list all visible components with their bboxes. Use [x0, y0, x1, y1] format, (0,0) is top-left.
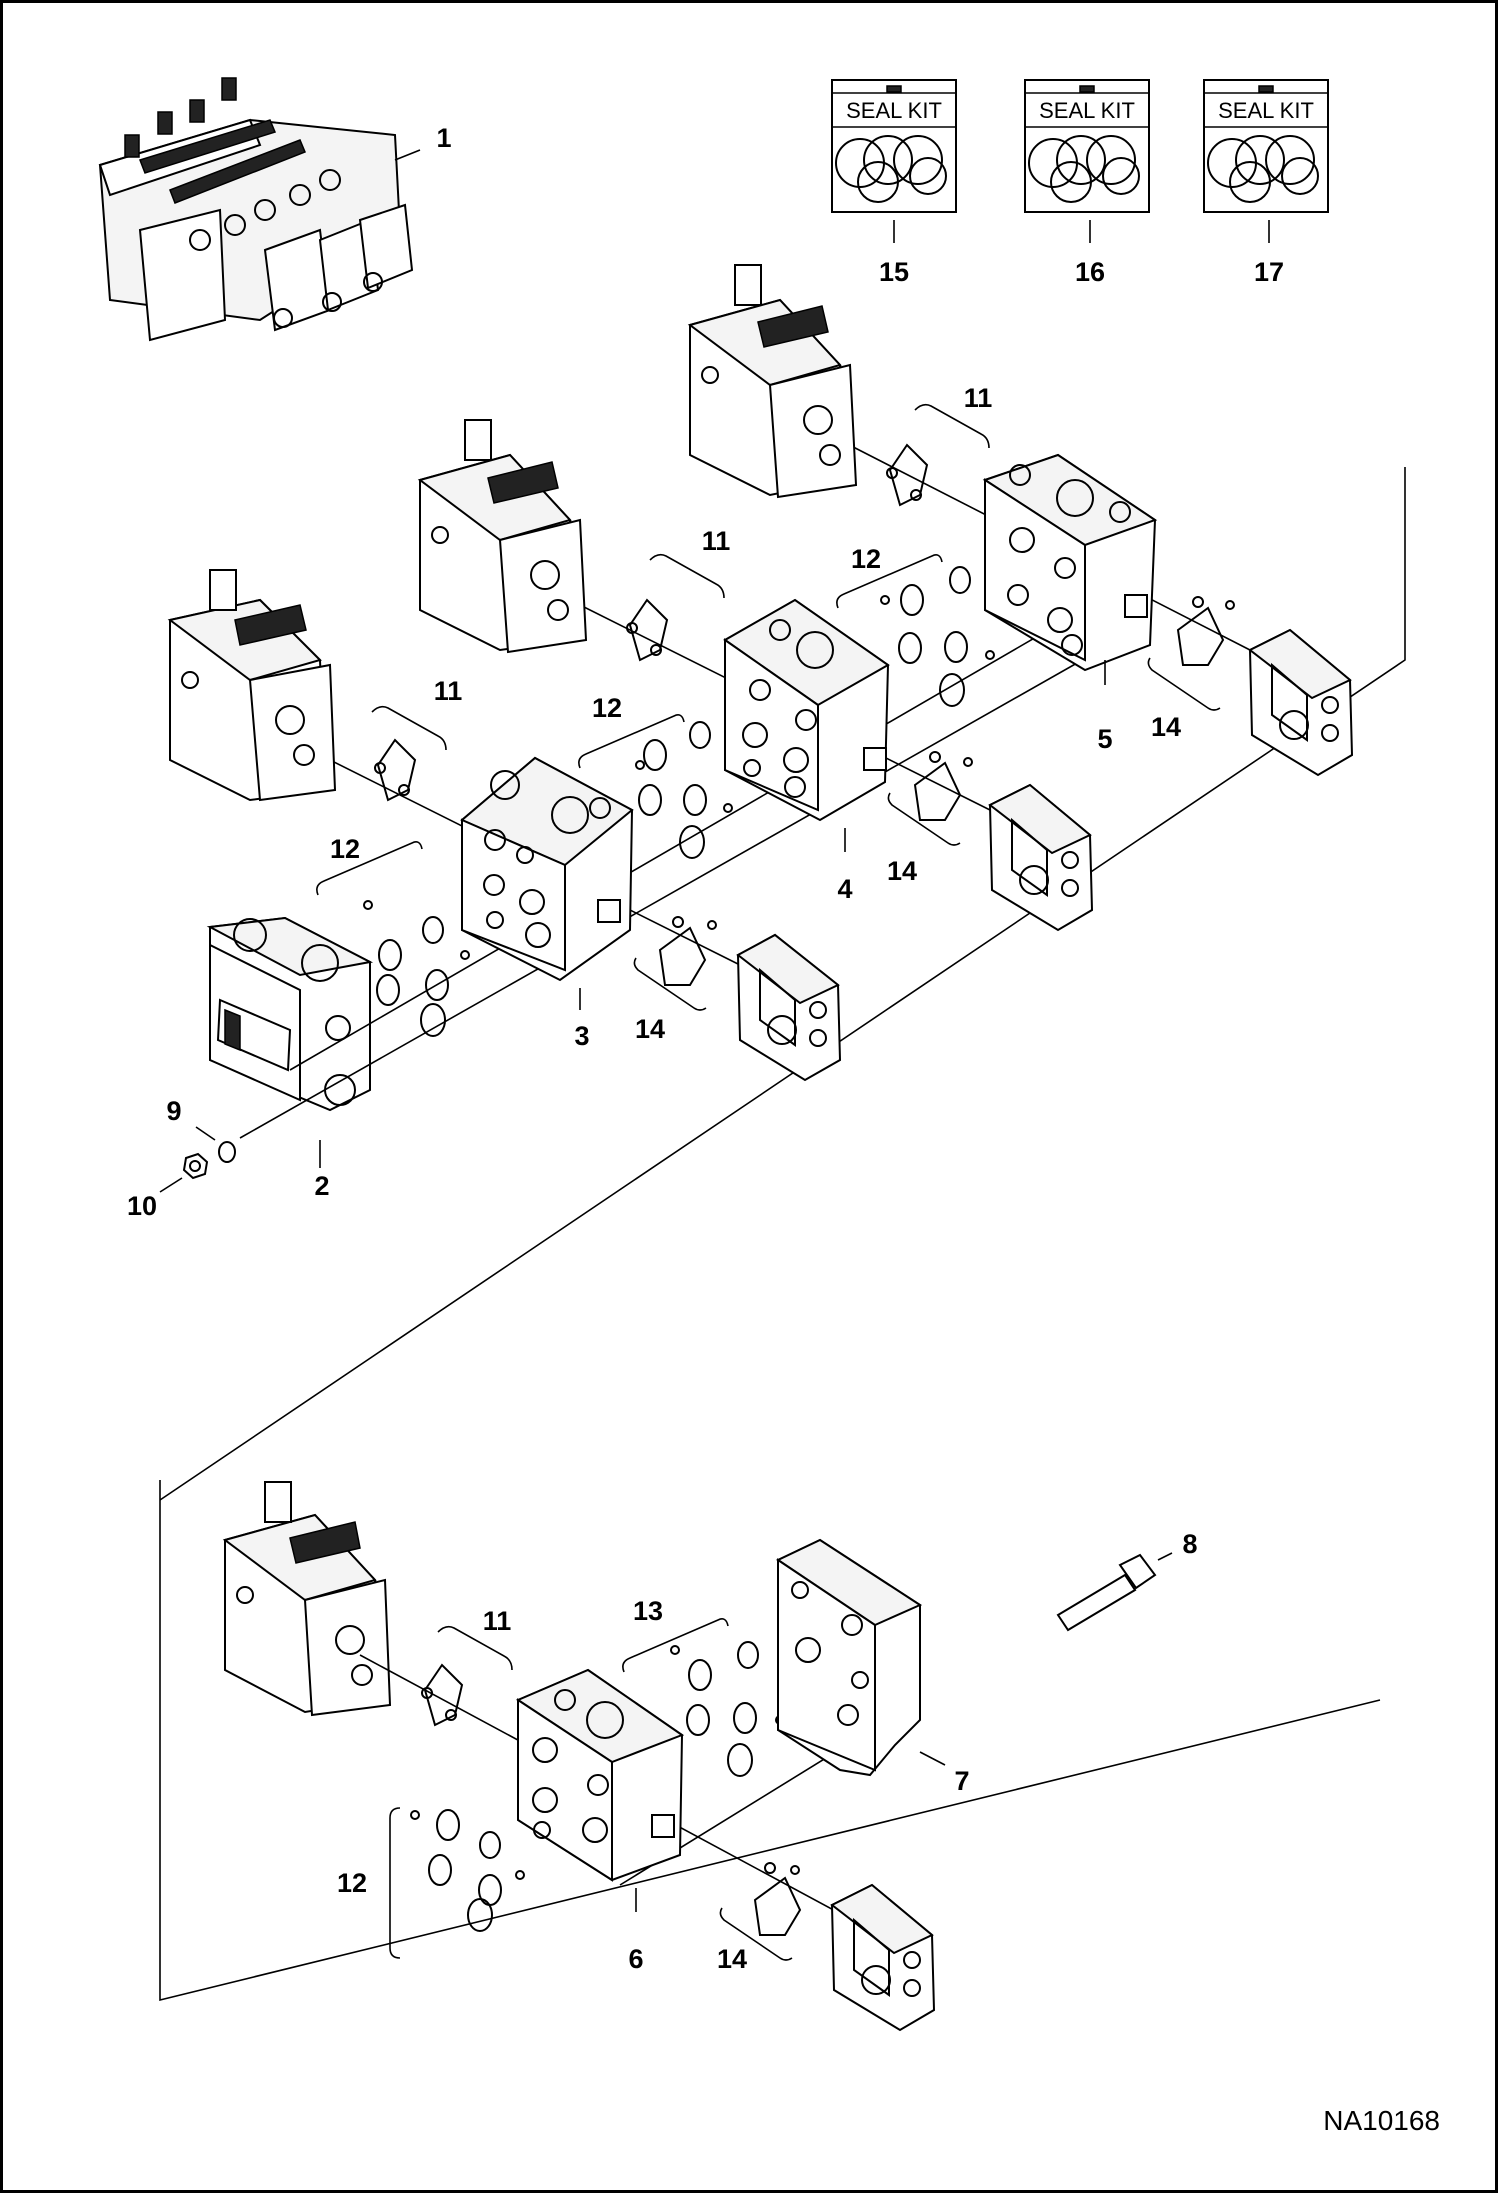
callout-11-a: 11	[434, 676, 463, 706]
callout-9: 9	[166, 1096, 181, 1126]
o-ring-set-12-a: 12	[316, 834, 470, 1037]
callout-3: 3	[574, 1021, 589, 1051]
work-section-item-4: 4	[723, 598, 890, 904]
o-ring-set-12-b: 12	[578, 693, 733, 859]
work-section-item-3: 3	[460, 756, 634, 1051]
seal-kit-16: SEAL KIT 16	[1024, 79, 1150, 287]
seal-kit-15: SEAL KIT 15	[831, 79, 957, 287]
callout-12-a: 12	[330, 834, 360, 864]
callout-1: 1	[436, 123, 451, 153]
o-ring-set-13: 13	[622, 1596, 785, 1777]
seal-kit-15-title: SEAL KIT	[846, 98, 942, 123]
gasket-14-d: 14	[717, 1862, 802, 1974]
callout-6: 6	[628, 1944, 643, 1974]
solenoid-actuator-section-6	[222, 1481, 392, 1717]
inlet-section-item-2: 2	[206, 916, 374, 1201]
upper-frame-line	[159, 467, 1406, 1501]
solenoid-actuator-section-5	[687, 264, 858, 499]
callout-8: 8	[1182, 1529, 1197, 1559]
callout-12-b: 12	[592, 693, 622, 723]
o-ring-set-12-c: 12	[836, 544, 995, 707]
drawing-code: NA10168	[1323, 2105, 1440, 2136]
o-ring-set-12-d: 12	[337, 1807, 525, 1959]
callout-7: 7	[954, 1766, 969, 1796]
work-section-item-6: 6	[515, 1668, 685, 1974]
callout-4: 4	[837, 874, 852, 904]
callout-12-c: 12	[851, 544, 881, 574]
work-section-item-5: 5	[982, 453, 1158, 754]
callout-13: 13	[633, 1596, 663, 1626]
o-rings-icon	[835, 135, 947, 203]
seal-kit-17: SEAL KIT 17	[1203, 79, 1329, 287]
lower-frame-line	[159, 1480, 1381, 2002]
callout-14-d: 14	[717, 1944, 747, 1974]
callout-15: 15	[879, 257, 909, 287]
callout-11-b: 11	[702, 526, 731, 556]
gasket-set-11-d: 11	[421, 1606, 513, 1727]
callout-14-c: 14	[1151, 712, 1181, 742]
gasket-14-c: 14	[1147, 596, 1235, 742]
washer-item-9: 9	[166, 1096, 236, 1163]
callout-5: 5	[1097, 724, 1112, 754]
lower-axis-lines	[359, 1579, 1121, 1936]
gasket-14-b: 14	[887, 751, 973, 886]
end-cap-section-5	[1248, 628, 1354, 777]
gasket-set-11-b: 11	[626, 526, 731, 662]
callout-11-c: 11	[964, 383, 993, 413]
seal-kit-17-title: SEAL KIT	[1218, 98, 1314, 123]
callout-2: 2	[314, 1171, 329, 1201]
end-cap-section-6	[830, 1883, 936, 2032]
solenoid-actuator-section-3	[167, 569, 337, 802]
seal-kit-16-title: SEAL KIT	[1039, 98, 1135, 123]
nut-item-10: 10	[127, 1152, 209, 1221]
callout-12-d: 12	[337, 1868, 367, 1898]
end-cap-section-4	[988, 783, 1094, 932]
outlet-section-item-7: 7	[775, 1538, 970, 1796]
solenoid-actuator-section-4	[417, 419, 588, 654]
callout-11-d: 11	[483, 1606, 512, 1636]
callout-17: 17	[1254, 257, 1284, 287]
callout-14-a: 14	[635, 1014, 665, 1044]
o-rings-icon	[1207, 135, 1319, 203]
gasket-14-a: 14	[633, 916, 717, 1044]
gasket-set-11-a: 11	[371, 676, 463, 802]
tie-bolt-item-8: 8	[1056, 1529, 1198, 1632]
callout-16: 16	[1075, 257, 1105, 287]
gasket-set-11-c: 11	[886, 383, 993, 507]
end-cap-section-3	[736, 933, 842, 1082]
callout-14-b: 14	[887, 856, 917, 886]
assembled-valve-item-1: 1	[98, 77, 452, 342]
callout-10: 10	[127, 1191, 157, 1221]
o-rings-icon	[1028, 135, 1140, 203]
